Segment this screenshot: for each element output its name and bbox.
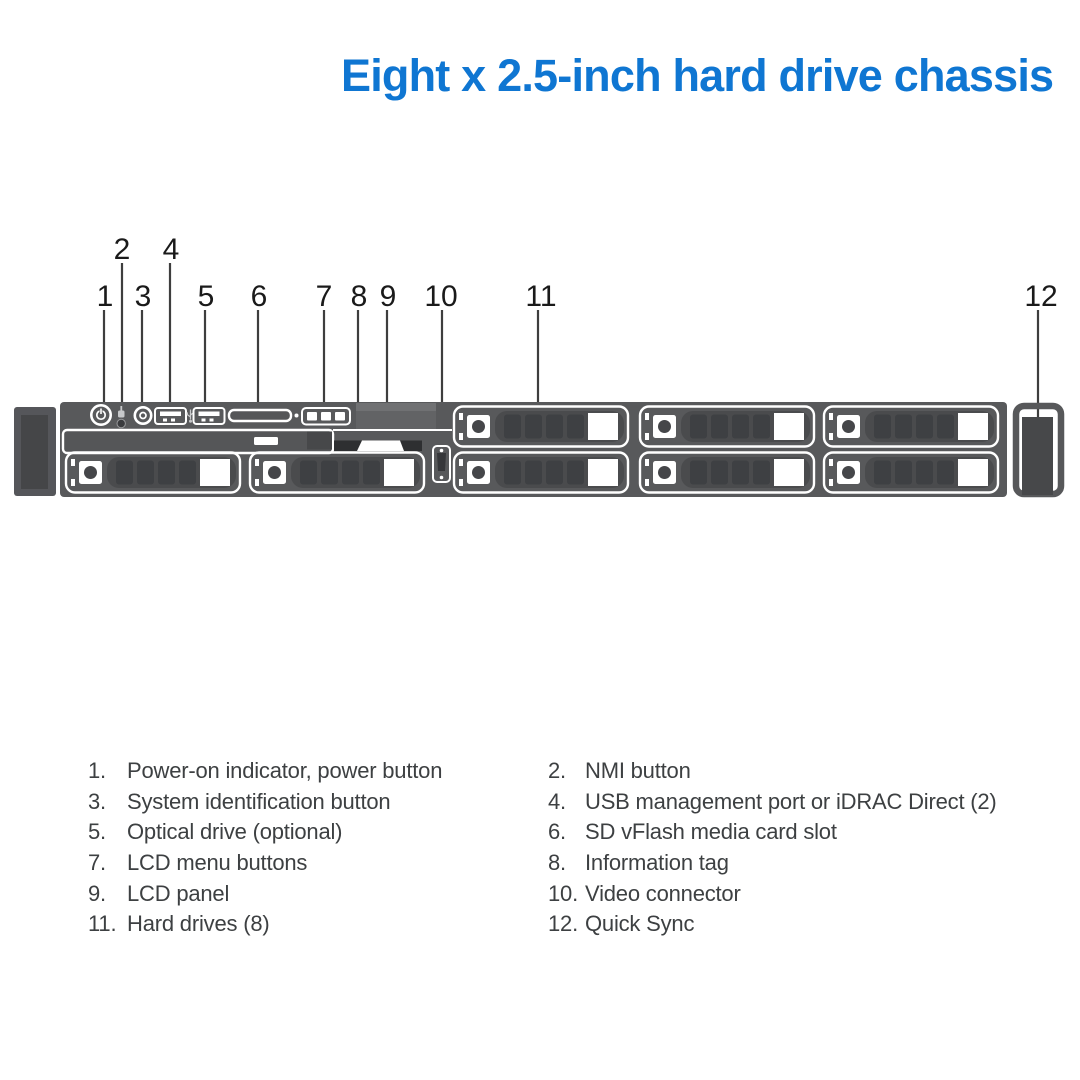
legend-item-8: 8. Information tag xyxy=(548,848,1048,879)
legend-text: System identification button xyxy=(127,788,391,814)
callout-number: 5 xyxy=(198,280,215,313)
callout-number: 6 xyxy=(251,280,268,313)
callout-1: 1 xyxy=(97,280,114,411)
callout-9: 9 xyxy=(380,280,397,418)
power-button xyxy=(90,404,113,427)
callout-number: 11 xyxy=(525,280,556,313)
legend-number: 2. xyxy=(548,758,566,783)
legend-column-left: 1. Power-on indicator, power button 3. Sys… xyxy=(88,756,528,940)
legend-number: 12. xyxy=(548,911,578,937)
legend-item-3: 3. System identification button xyxy=(88,787,528,818)
callout-number: 1 xyxy=(97,280,114,313)
legend-text: Information tag xyxy=(585,850,729,876)
callout-number: 7 xyxy=(316,280,333,313)
video-connector xyxy=(432,445,451,483)
callout-number: 8 xyxy=(351,280,368,313)
lcd-panel xyxy=(356,403,436,429)
legend-text: SD vFlash media card slot xyxy=(585,819,837,845)
legend-text: LCD panel xyxy=(127,880,230,906)
legend-item-6: 6. SD vFlash media card slot xyxy=(548,817,1048,848)
legend-column-right: 2. NMI button 4. USB management port or iD… xyxy=(548,756,1048,940)
callout-2: 2 xyxy=(114,233,131,421)
legend-number: 1. xyxy=(88,758,106,783)
legend-item-12: 12. Quick Sync xyxy=(548,909,1048,940)
legend-number: 6. xyxy=(548,819,566,845)
legend-text: Quick Sync xyxy=(585,911,695,937)
hard-drive-bay-8 xyxy=(822,451,1000,494)
legend-item-10: 10. Video connector xyxy=(548,879,1048,910)
left-rack-ear xyxy=(14,407,56,496)
callout-6: 6 xyxy=(251,280,268,413)
legend-item-7: 7. LCD menu buttons xyxy=(88,848,528,879)
hard-drive-bay-6 xyxy=(452,451,630,494)
callout-number: 10 xyxy=(424,280,457,313)
legend-text: Optical drive (optional) xyxy=(127,819,343,845)
legend-item-4: 4. USB management port or iDRAC Direct (2… xyxy=(548,787,1048,818)
hard-drive-bay-5 xyxy=(248,451,426,494)
legend-text: NMI button xyxy=(585,758,691,783)
callout-number: 2 xyxy=(114,233,131,266)
optical-drive xyxy=(61,428,335,455)
legend-number: 9. xyxy=(88,880,106,906)
hard-drive-bay-2 xyxy=(638,405,816,448)
legend-text: LCD menu buttons xyxy=(127,850,308,876)
legend-text: USB management port or iDRAC Direct (2) xyxy=(585,788,997,814)
legend-item-9: 9. LCD panel xyxy=(88,879,528,910)
page-title: Eight x 2.5-inch hard drive chassis xyxy=(341,50,1054,101)
callout-number: 3 xyxy=(135,280,152,313)
legend-text: Video connector xyxy=(585,880,741,906)
hard-drive-bay-1 xyxy=(452,405,630,448)
information-tag xyxy=(334,440,422,451)
hard-drive-bay-3 xyxy=(822,405,1000,448)
legend-number: 4. xyxy=(548,788,566,814)
legend-text: Power-on indicator, power button xyxy=(127,758,443,783)
callout-number: 9 xyxy=(380,280,397,313)
nmi-button xyxy=(116,406,126,429)
callout-12: 12 xyxy=(1024,280,1058,418)
legend-number: 3. xyxy=(88,788,106,814)
callout-number: 12 xyxy=(1024,280,1057,313)
callout-4: 4 xyxy=(163,233,180,409)
lcd-menu-buttons xyxy=(301,407,351,426)
legend-number: 5. xyxy=(88,819,106,845)
legend-item-11: 11. Hard drives (8) xyxy=(88,909,528,940)
legend-item-2: 2. NMI button xyxy=(548,756,1048,787)
legend-number: 10. xyxy=(548,880,578,906)
legend-number: 8. xyxy=(548,850,566,876)
legend-item-1: 1. Power-on indicator, power button xyxy=(88,756,528,787)
callout-11: 11 xyxy=(525,280,557,413)
legend-item-5: 5. Optical drive (optional) xyxy=(88,817,528,848)
callout-3: 3 xyxy=(135,280,152,411)
hard-drive-bay-4 xyxy=(64,451,242,494)
sd-vflash-slot xyxy=(227,408,299,423)
legend-text: Hard drives (8) xyxy=(127,911,270,937)
right-rack-ear-quick-sync xyxy=(1012,402,1065,498)
usb-port-1 xyxy=(154,407,187,425)
callout-number: 4 xyxy=(163,233,180,266)
hard-drive-bay-7 xyxy=(638,451,816,494)
callout-7: 7 xyxy=(316,280,333,411)
system-id-button xyxy=(133,406,153,426)
chassis-diagram: 1 2 3 4 5 6 7 8 xyxy=(14,233,1065,498)
legend-number: 11. xyxy=(88,911,117,937)
legend-number: 7. xyxy=(88,850,106,876)
usb-port-2 xyxy=(192,407,226,425)
